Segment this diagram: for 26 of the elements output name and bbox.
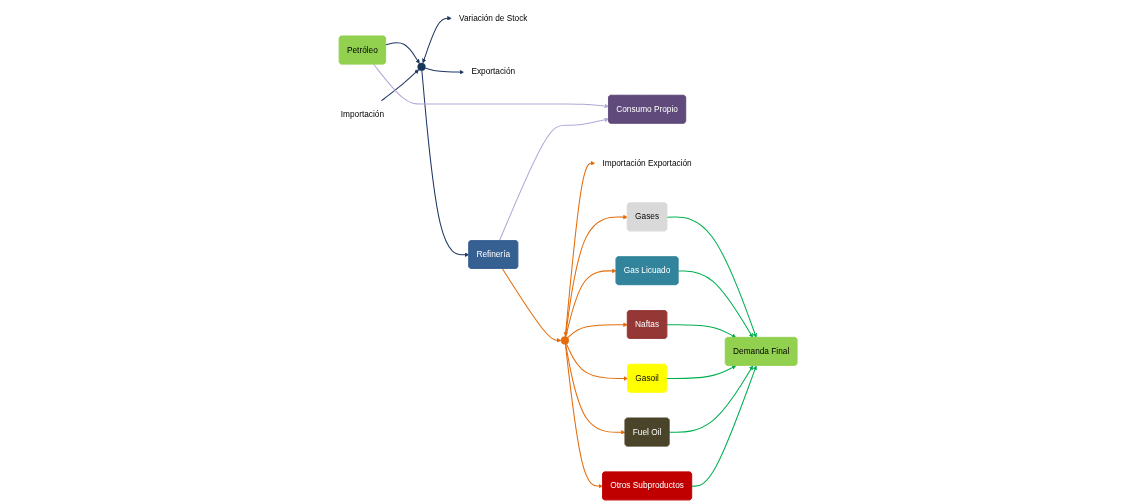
arrow: [567, 322, 628, 339]
arrow: [565, 268, 617, 338]
arrow: [666, 216, 758, 338]
arrow: [564, 343, 603, 489]
arrow: [666, 365, 737, 380]
arrow: [666, 324, 737, 338]
arrow: [564, 214, 628, 338]
arrow: [668, 365, 754, 433]
arrow: [565, 343, 626, 435]
arrow: [501, 268, 562, 343]
node-text: Importación Exportación: [602, 158, 692, 168]
arrow: [380, 69, 419, 102]
arrow: [677, 270, 754, 338]
node-text: Exportación: [471, 67, 516, 77]
arrow: [373, 63, 609, 109]
arrow: [691, 365, 758, 487]
arrow: [498, 117, 609, 242]
arrow: [422, 16, 452, 64]
arrow: [566, 343, 629, 381]
arrow: [385, 42, 420, 64]
node-circle: [560, 336, 570, 345]
arrow: [424, 67, 465, 75]
node-text: Importación: [340, 110, 385, 119]
node-text: Variación de Stock: [459, 13, 528, 23]
arrow: [421, 70, 470, 257]
node-circle: [417, 62, 426, 71]
